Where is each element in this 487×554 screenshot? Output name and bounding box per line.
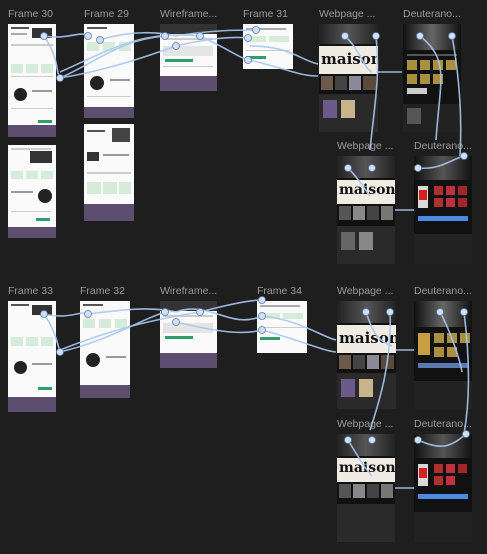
deuterano-2[interactable] — [414, 156, 472, 264]
deuterano-4[interactable] — [414, 434, 472, 542]
connector-node — [56, 74, 64, 82]
deuterano-1-label[interactable]: Deuterano... — [403, 8, 461, 20]
wireframe-2[interactable] — [160, 301, 217, 368]
webpage-2-label[interactable]: Webpage ... — [337, 140, 394, 152]
frame-34[interactable] — [257, 301, 307, 353]
frame-29[interactable] — [84, 24, 134, 118]
frame-29-label[interactable]: Frame 29 — [84, 8, 129, 20]
frame-31[interactable] — [243, 24, 293, 69]
connector-node — [56, 348, 64, 356]
webpage-4-label[interactable]: Webpage ... — [337, 418, 394, 430]
maison-logo-1: maisoncouture — [321, 50, 378, 68]
maison-logo-2: maisoncouture — [339, 182, 395, 198]
frame-31-label[interactable]: Frame 31 — [243, 8, 288, 20]
wireframe-2-label[interactable]: Wireframe... — [160, 285, 218, 297]
frame-32[interactable] — [80, 301, 130, 398]
webpage-1[interactable]: maisoncouture — [319, 24, 378, 132]
frame-29-variant[interactable] — [84, 124, 134, 221]
webpage-3[interactable]: maisoncouture — [337, 301, 396, 409]
frame-33-label[interactable]: Frame 33 — [8, 285, 53, 297]
maison-logo-3: maisoncouture — [339, 329, 396, 347]
webpage-4[interactable]: maisoncouture — [337, 434, 395, 542]
wireframe-1[interactable] — [160, 24, 217, 91]
frame-34-label[interactable]: Frame 34 — [257, 285, 302, 297]
webpage-1-label[interactable]: Webpage ... — [319, 8, 376, 20]
webpage-3-label[interactable]: Webpage ... — [337, 285, 394, 297]
wireframe-1-label[interactable]: Wireframe... — [160, 8, 218, 20]
webpage-2[interactable]: maisoncouture — [337, 156, 395, 264]
deuterano-3-label[interactable]: Deuterano... — [414, 285, 472, 297]
deuterano-1[interactable] — [403, 24, 461, 132]
frame-30[interactable] — [8, 24, 56, 137]
frame-30-variant[interactable] — [8, 145, 56, 238]
maison-logo-4: maisoncouture — [339, 460, 395, 476]
frame-33[interactable] — [8, 301, 56, 412]
frame-32-label[interactable]: Frame 32 — [80, 285, 125, 297]
frame-30-label[interactable]: Frame 30 — [8, 8, 53, 20]
deuterano-3[interactable] — [414, 301, 472, 409]
deuterano-2-label[interactable]: Deuterano... — [414, 140, 472, 152]
deuterano-4-label[interactable]: Deuterano... — [414, 418, 472, 430]
